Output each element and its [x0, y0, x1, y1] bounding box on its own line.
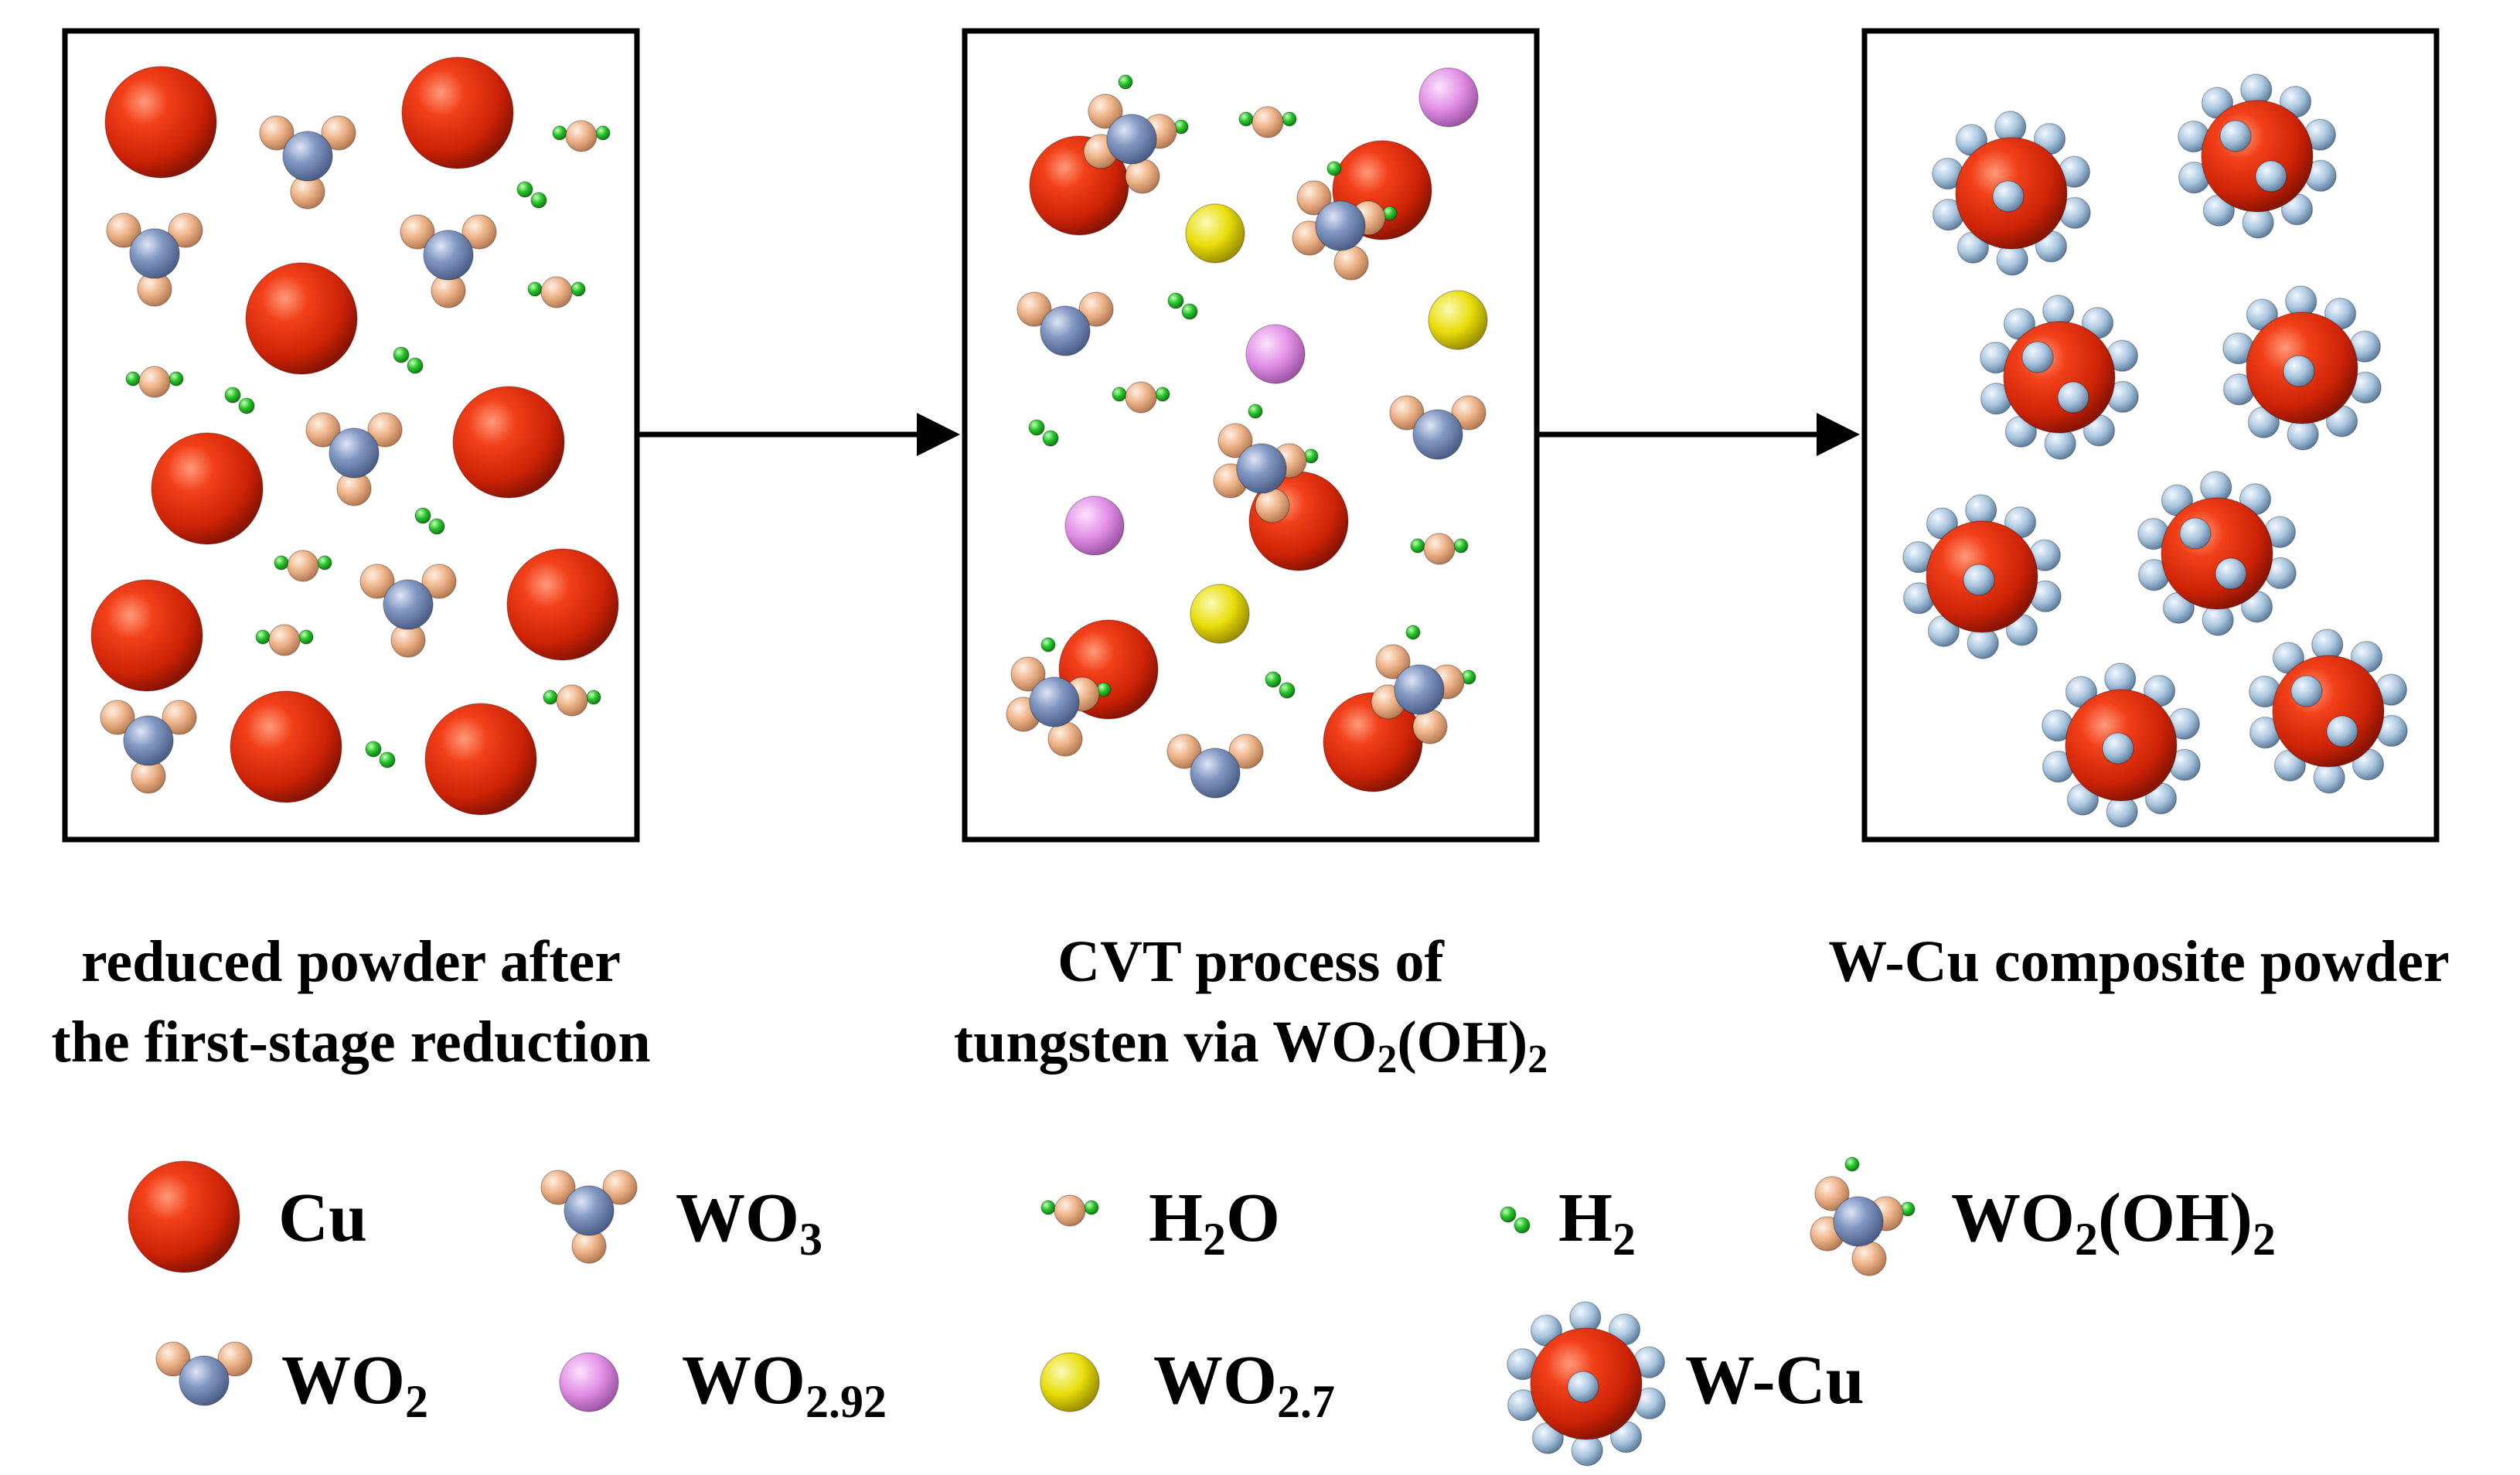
wcu-particle: [1507, 1301, 1666, 1466]
h2-molecule: [1265, 671, 1296, 699]
legend-label-wo27: WO2.7: [1153, 1342, 1336, 1427]
h2o-molecule: [255, 624, 314, 656]
wo2-molecule: [155, 1341, 253, 1406]
wo3-molecule: [400, 214, 497, 308]
cu-particle: [151, 432, 264, 545]
cu-particle: [401, 56, 514, 169]
h2o-molecule: [543, 684, 601, 717]
h2o-molecule: [274, 550, 332, 582]
wo292-particle: [1245, 324, 1306, 384]
legend-label-wo2oh2: WO2(OH)2: [1951, 1180, 2276, 1265]
wo292-particle: [1418, 67, 1479, 128]
wcu-particle: [1980, 295, 2139, 460]
wcu-particle: [2178, 73, 2337, 239]
h2-molecule: [365, 741, 396, 768]
h2o-molecule: [1112, 381, 1170, 414]
wcu-particle: [2042, 663, 2201, 828]
cu-particle: [506, 548, 619, 661]
stage1-caption: reduced powder after the first-stage red…: [26, 921, 676, 1082]
stage1-caption-line2: the first-stage reduction: [51, 1010, 651, 1075]
stage2-caption: CVT process of tungsten via WO2(OH)2: [903, 921, 1599, 1082]
h2-molecule: [516, 181, 547, 209]
wo27-particle: [1185, 203, 1245, 264]
wo292-particle: [559, 1352, 619, 1412]
wo27-particle: [1428, 290, 1488, 350]
wo2-molecule: [1166, 734, 1264, 799]
legend-label-h2o: H2O: [1149, 1180, 1281, 1265]
wcu-particle: [1902, 494, 2062, 659]
legend-label-h2: H2: [1558, 1180, 1636, 1265]
h2o-molecule: [1040, 1194, 1099, 1227]
stage3-caption-line1: W-Cu composite powder: [1828, 929, 2450, 994]
wo2oh2-molecule: [1213, 404, 1319, 523]
cu-particle: [245, 262, 358, 375]
stage1-caption-line1: reduced powder after: [81, 929, 621, 994]
particle-layer: [90, 56, 2408, 1466]
stage2-caption-line1: CVT process of: [1057, 929, 1444, 994]
stage2-caption-line2: tungsten via WO2(OH)2: [953, 1010, 1548, 1082]
cu-particle: [1323, 692, 1423, 792]
legend-label-wo3: WO3: [676, 1180, 823, 1265]
wo27-particle: [1040, 1352, 1100, 1412]
cu-particle: [452, 386, 565, 499]
wo2-molecule: [1389, 395, 1486, 460]
legend-label-wo2: WO2: [281, 1342, 429, 1427]
cu-particle: [90, 579, 203, 692]
h2o-molecule: [1410, 533, 1469, 565]
legend-label-wo292: WO2.92: [682, 1342, 887, 1427]
cu-particle: [104, 66, 217, 179]
h2-molecule: [393, 346, 424, 374]
wo292-particle: [1064, 496, 1125, 556]
wcu-particle: [2249, 628, 2408, 794]
wcu-particle: [2222, 285, 2382, 451]
wcu-particle: [2137, 471, 2297, 636]
wo2oh2-molecule: [1371, 625, 1476, 744]
wo3-molecule: [359, 564, 457, 658]
wo3-molecule: [540, 1170, 638, 1264]
wo3-molecule: [106, 213, 203, 307]
wo2oh2-molecule: [1292, 161, 1398, 281]
stage3-frame: [1861, 28, 2440, 843]
legend-label-cu: Cu: [278, 1180, 368, 1256]
cu-particle: [230, 690, 342, 803]
wo2oh2-molecule: [1083, 74, 1189, 194]
wo2oh2-molecule: [1006, 637, 1112, 757]
legend-label-wcu: W-Cu: [1685, 1342, 1864, 1419]
h2-molecule: [414, 507, 445, 535]
wo3-molecule: [259, 115, 356, 209]
h2-molecule: [1167, 292, 1198, 320]
wcu-particle: [1932, 111, 2091, 276]
stage3-caption: W-Cu composite powder: [1772, 921, 2506, 1002]
wo3-molecule: [305, 412, 403, 506]
h2-molecule: [1500, 1206, 1531, 1234]
cu-particle: [128, 1160, 240, 1273]
wo2-molecule: [1017, 291, 1114, 356]
h2o-molecule: [125, 366, 184, 398]
wo3-molecule: [100, 700, 197, 794]
h2-molecule: [224, 387, 255, 414]
h2o-molecule: [1238, 106, 1297, 138]
wo27-particle: [1190, 584, 1250, 644]
h2-molecule: [1028, 419, 1059, 447]
h2o-molecule: [527, 276, 586, 308]
cu-particle: [424, 703, 537, 816]
wo2oh2-molecule: [1810, 1156, 1916, 1276]
h2o-molecule: [552, 120, 611, 152]
